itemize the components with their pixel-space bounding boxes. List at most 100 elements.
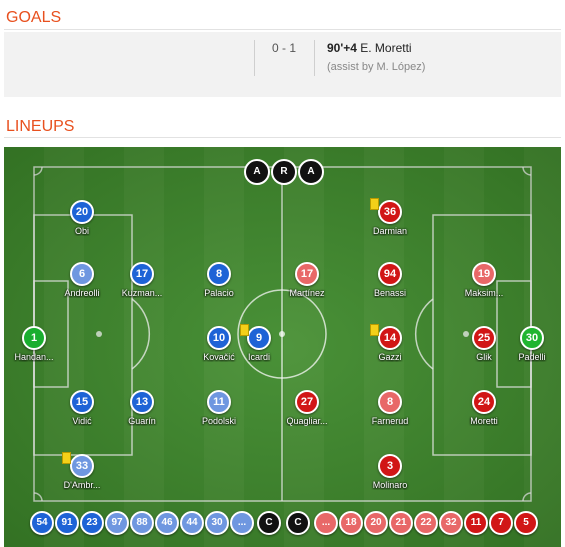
player-number-badge: 17 — [130, 262, 154, 286]
bench-player-badge[interactable]: 18 — [339, 511, 363, 535]
goals-divider — [4, 29, 561, 30]
player-name: Darmian — [372, 226, 407, 236]
bench-player-badge[interactable]: 7 — [489, 511, 513, 535]
coach-badge[interactable]: C — [257, 511, 281, 535]
player-name: Quagliar... — [286, 416, 328, 426]
player-marker[interactable]: 8 Farnerud — [360, 390, 420, 426]
player-number-badge: 13 — [130, 390, 154, 414]
player-number-badge: 1 — [22, 326, 46, 350]
player-marker[interactable]: 14 Gazzi — [360, 326, 420, 362]
player-name: Martínez — [289, 288, 325, 298]
lineups-divider — [4, 137, 561, 138]
lineups-heading: LINEUPS — [6, 118, 75, 135]
goal-scorer[interactable]: E. Moretti — [360, 41, 412, 55]
player-marker[interactable]: 25 Glik — [454, 326, 514, 362]
player-marker[interactable]: 17 Kuzman... — [112, 262, 172, 298]
player-number-badge: 10 — [207, 326, 231, 350]
player-name: Icardi — [247, 352, 270, 362]
goal-event: 90'+4 E. Moretti — [327, 41, 412, 55]
bench-player-badge[interactable]: 30 — [205, 511, 229, 535]
football-pitch — [4, 147, 561, 547]
bench-player-badge[interactable]: 20 — [364, 511, 388, 535]
player-marker[interactable]: 11 Podolski — [189, 390, 249, 426]
player-name: Farnerud — [371, 416, 409, 426]
player-number-badge: 15 — [70, 390, 94, 414]
goals-heading: GOALS — [6, 9, 62, 26]
player-marker[interactable]: 20 Obi — [52, 200, 112, 236]
player-name: Maksim... — [464, 288, 504, 298]
player-number-badge: 6 — [70, 262, 94, 286]
bench-row: 54 91 23 97 88 46 44 30 ... C C ... 18 2… — [0, 511, 565, 535]
player-number-badge: 36 — [378, 200, 402, 224]
player-marker[interactable]: 13 Guarín — [112, 390, 172, 426]
bench-player-badge[interactable]: 11 — [464, 511, 488, 535]
player-marker[interactable]: 94 Benassi — [360, 262, 420, 298]
player-name: Obi — [74, 226, 89, 236]
player-number-badge: 19 — [472, 262, 496, 286]
goals-separator — [254, 40, 255, 76]
bench-player-badge[interactable]: 22 — [414, 511, 438, 535]
player-number-badge: 14 — [378, 326, 402, 350]
referee-main-badge[interactable]: R — [271, 159, 297, 185]
player-marker[interactable]: 17 Martínez — [277, 262, 337, 298]
player-marker[interactable]: 1 Handan... — [4, 326, 64, 362]
player-number-badge: 30 — [520, 326, 544, 350]
player-number-badge: 94 — [378, 262, 402, 286]
player-marker[interactable]: 36 Darmian — [360, 200, 420, 236]
player-number-badge: 20 — [70, 200, 94, 224]
player-marker[interactable]: 6 Andreolli — [52, 262, 112, 298]
bench-player-badge[interactable]: 88 — [130, 511, 154, 535]
bench-player-badge[interactable]: 97 — [105, 511, 129, 535]
player-marker[interactable]: 30 Padelli — [502, 326, 562, 362]
goals-separator — [314, 40, 315, 76]
player-marker[interactable]: 15 Vidić — [52, 390, 112, 426]
player-name: D'Ambr... — [63, 480, 101, 490]
bench-more-badge[interactable]: ... — [314, 511, 338, 535]
bench-player-badge[interactable]: 32 — [439, 511, 463, 535]
bench-player-badge[interactable]: 44 — [180, 511, 204, 535]
bench-player-badge[interactable]: 5 — [514, 511, 538, 535]
player-name: Handan... — [14, 352, 54, 362]
referee-assistant-badge[interactable]: A — [244, 159, 270, 185]
player-marker[interactable]: 9 Icardi — [229, 326, 289, 362]
player-number-badge: 33 — [70, 454, 94, 478]
player-number-badge: 17 — [295, 262, 319, 286]
bench-player-badge[interactable]: 54 — [30, 511, 54, 535]
player-name: Benassi — [373, 288, 407, 298]
yellow-card-icon — [62, 452, 71, 464]
goal-minute: 90'+4 — [327, 41, 357, 55]
bench-player-badge[interactable]: 21 — [389, 511, 413, 535]
player-number-badge: 8 — [207, 262, 231, 286]
referee-assistant-badge[interactable]: A — [298, 159, 324, 185]
yellow-card-icon — [240, 324, 249, 336]
goals-panel — [4, 32, 561, 97]
bench-more-badge[interactable]: ... — [230, 511, 254, 535]
player-name: Padelli — [518, 352, 546, 362]
player-number-badge: 8 — [378, 390, 402, 414]
player-name: Guarín — [128, 416, 156, 426]
player-name: Molinaro — [372, 480, 408, 490]
yellow-card-icon — [370, 198, 379, 210]
coach-badge[interactable]: C — [286, 511, 310, 535]
player-marker[interactable]: 24 Moretti — [454, 390, 514, 426]
player-number-badge: 9 — [247, 326, 271, 350]
bench-player-badge[interactable]: 46 — [155, 511, 179, 535]
player-marker[interactable]: 8 Palacio — [189, 262, 249, 298]
yellow-card-icon — [370, 324, 379, 336]
player-name: Podolski — [201, 416, 237, 426]
player-marker[interactable]: 10 Kovačić — [189, 326, 249, 362]
goal-score: 0 - 1 — [271, 41, 296, 55]
player-number-badge: 11 — [207, 390, 231, 414]
player-number-badge: 25 — [472, 326, 496, 350]
player-marker[interactable]: 3 Molinaro — [360, 454, 420, 490]
bench-player-badge[interactable]: 23 — [80, 511, 104, 535]
player-name: Kuzman... — [121, 288, 163, 298]
player-marker[interactable]: 27 Quagliar... — [277, 390, 337, 426]
player-marker[interactable]: 19 Maksim... — [454, 262, 514, 298]
player-marker[interactable]: 33 D'Ambr... — [52, 454, 112, 490]
player-number-badge: 3 — [378, 454, 402, 478]
player-name: Vidić — [72, 416, 92, 426]
bench-player-badge[interactable]: 91 — [55, 511, 79, 535]
player-name: Moretti — [470, 416, 498, 426]
player-number-badge: 24 — [472, 390, 496, 414]
